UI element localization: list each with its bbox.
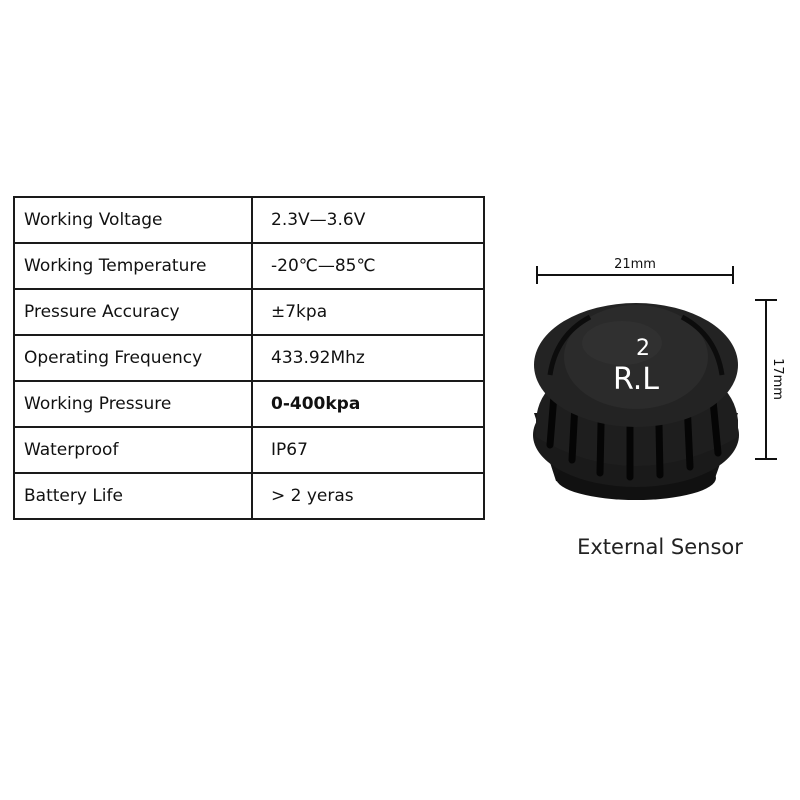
width-label: 21mm (614, 257, 656, 272)
spec-label: Working Voltage (13, 196, 253, 244)
sensor-illustration: 21mm 17mm (533, 257, 785, 500)
spec-label: Operating Frequency (13, 334, 253, 382)
spec-row-operating-frequency: Operating Frequency 433.92Mhz (13, 334, 485, 382)
spec-value: 0-400kpa (251, 380, 485, 428)
spec-row-pressure-accuracy: Pressure Accuracy ±7kpa (13, 288, 485, 336)
cap-position-label: R.L (613, 362, 659, 397)
spec-value: IP67 (251, 426, 485, 474)
spec-label: Working Pressure (13, 380, 253, 428)
sensor-cap: 2 R.L (533, 303, 739, 500)
height-label: 17mm (770, 358, 785, 400)
spec-label: Waterproof (13, 426, 253, 474)
spec-row-working-pressure: Working Pressure 0-400kpa (13, 380, 485, 428)
spec-label: Working Temperature (13, 242, 253, 290)
spec-label: Battery Life (13, 472, 253, 520)
spec-value: 433.92Mhz (251, 334, 485, 382)
sensor-caption: External Sensor (577, 535, 743, 559)
spec-row-working-temperature: Working Temperature -20℃—85℃ (13, 242, 485, 290)
spec-value: 2.3V—3.6V (251, 196, 485, 244)
specification-table: Working Voltage 2.3V—3.6V Working Temper… (13, 196, 485, 520)
spec-row-working-voltage: Working Voltage 2.3V—3.6V (13, 196, 485, 244)
sensor-figure: 21mm 17mm (510, 245, 800, 575)
spec-value: > 2 yeras (251, 472, 485, 520)
spec-value: ±7kpa (251, 288, 485, 336)
cap-number: 2 (636, 336, 650, 361)
spec-value: -20℃—85℃ (251, 242, 485, 290)
spec-label: Pressure Accuracy (13, 288, 253, 336)
spec-row-battery-life: Battery Life > 2 yeras (13, 472, 485, 520)
width-dimension: 21mm (536, 257, 734, 284)
height-dimension: 17mm (755, 299, 785, 460)
spec-row-waterproof: Waterproof IP67 (13, 426, 485, 474)
